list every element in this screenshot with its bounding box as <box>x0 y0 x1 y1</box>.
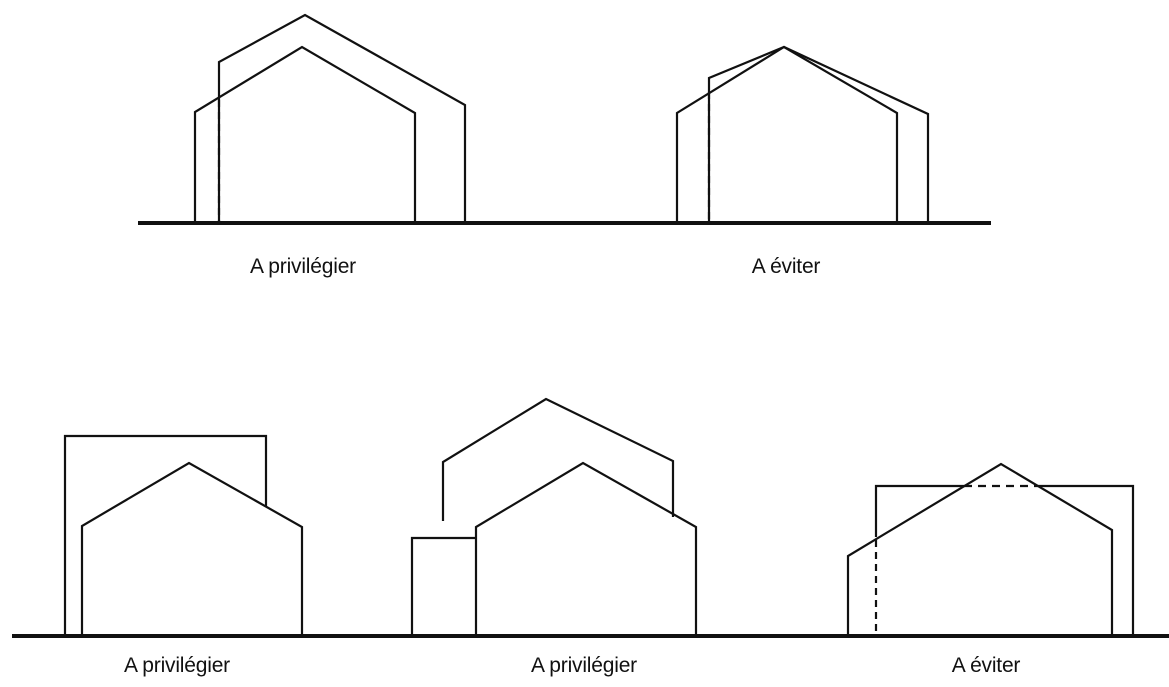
side-annex-outline <box>410 536 476 636</box>
caption-top-right: A éviter <box>751 255 821 278</box>
front-house-outline <box>80 461 304 636</box>
front-house-outline <box>675 45 899 222</box>
bottom-middle-example <box>410 397 698 636</box>
caption-bottom-middle: A privilégier <box>531 654 637 677</box>
front-house-outline <box>474 461 698 636</box>
caption-top-left: A privilégier <box>250 255 356 278</box>
rear-box-right-side <box>1034 484 1135 636</box>
caption-bottom-left: A privilégier <box>124 654 230 677</box>
bottom-left-example <box>63 434 304 636</box>
rear-house-outline <box>217 13 467 222</box>
top-left-example <box>193 13 467 222</box>
front-house-outline <box>846 462 1114 636</box>
top-right-example <box>675 45 930 222</box>
caption-bottom-right: A éviter <box>951 654 1021 677</box>
rear-house-outline <box>441 397 675 521</box>
rear-box-outline <box>874 484 964 537</box>
bottom-right-example <box>846 462 1135 636</box>
front-house-outline <box>193 45 417 222</box>
rear-box-outline <box>63 434 268 636</box>
